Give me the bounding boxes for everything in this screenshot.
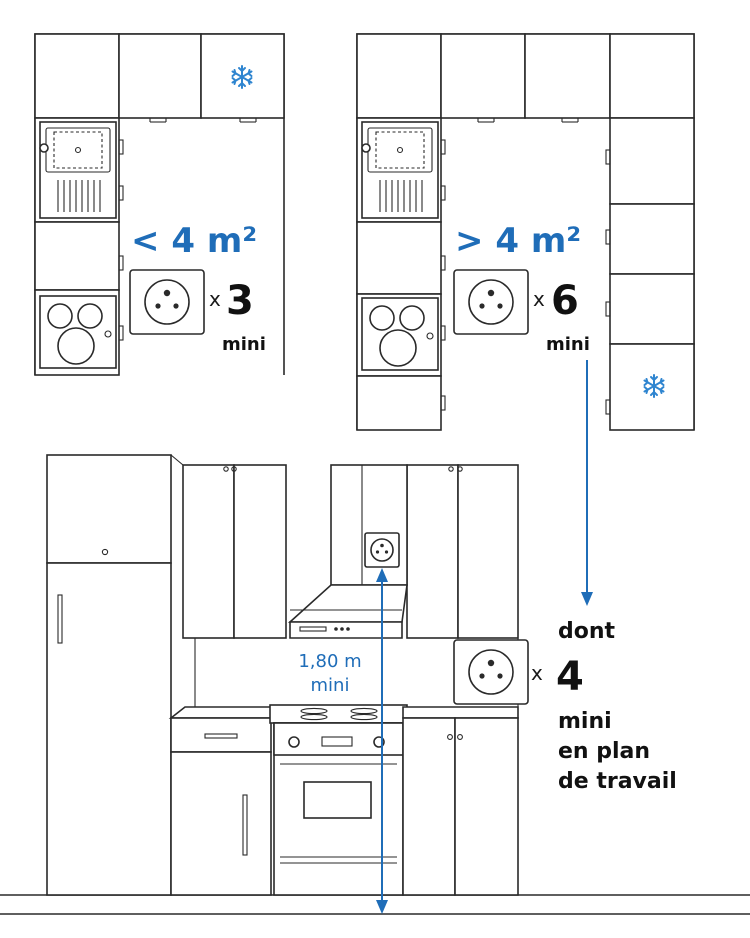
small-kitchen-plan: < 4 m² x 3 mini bbox=[34, 33, 285, 376]
worktop-line-1: mini bbox=[558, 709, 612, 734]
large-kitchen-note: mini bbox=[546, 334, 590, 355]
worktop-multiplier: x bbox=[531, 661, 543, 685]
power-outlet-icon bbox=[453, 639, 529, 705]
small-kitchen-multiplier: x bbox=[209, 287, 221, 311]
worktop-line-3: de travail bbox=[558, 769, 677, 794]
power-outlet-icon bbox=[453, 269, 529, 335]
large-kitchen-area: > 4 m² bbox=[455, 221, 581, 261]
power-outlet-icon bbox=[129, 269, 205, 335]
height-note: mini bbox=[311, 675, 350, 696]
power-outlet-icon bbox=[364, 532, 400, 568]
worktop-count: 4 bbox=[556, 654, 584, 700]
hob-icon bbox=[361, 297, 439, 371]
large-kitchen-plan: > 4 m² x 6 mini bbox=[356, 33, 695, 606]
kitchen-elevation: 1,80 m mini dont x 4 mini en plan de tra… bbox=[0, 454, 750, 915]
height-value: 1,80 m bbox=[298, 651, 361, 672]
sink-icon bbox=[361, 121, 439, 219]
hob-icon bbox=[39, 295, 117, 369]
worktop-prefix: dont bbox=[558, 619, 616, 644]
small-kitchen-note: mini bbox=[222, 334, 266, 355]
sink-icon bbox=[39, 121, 117, 219]
large-kitchen-multiplier: x bbox=[533, 287, 545, 311]
small-kitchen-area: < 4 m² bbox=[131, 221, 257, 261]
large-kitchen-count: 6 bbox=[551, 278, 579, 324]
worktop-line-2: en plan bbox=[558, 739, 650, 764]
small-kitchen-count: 3 bbox=[226, 278, 254, 324]
